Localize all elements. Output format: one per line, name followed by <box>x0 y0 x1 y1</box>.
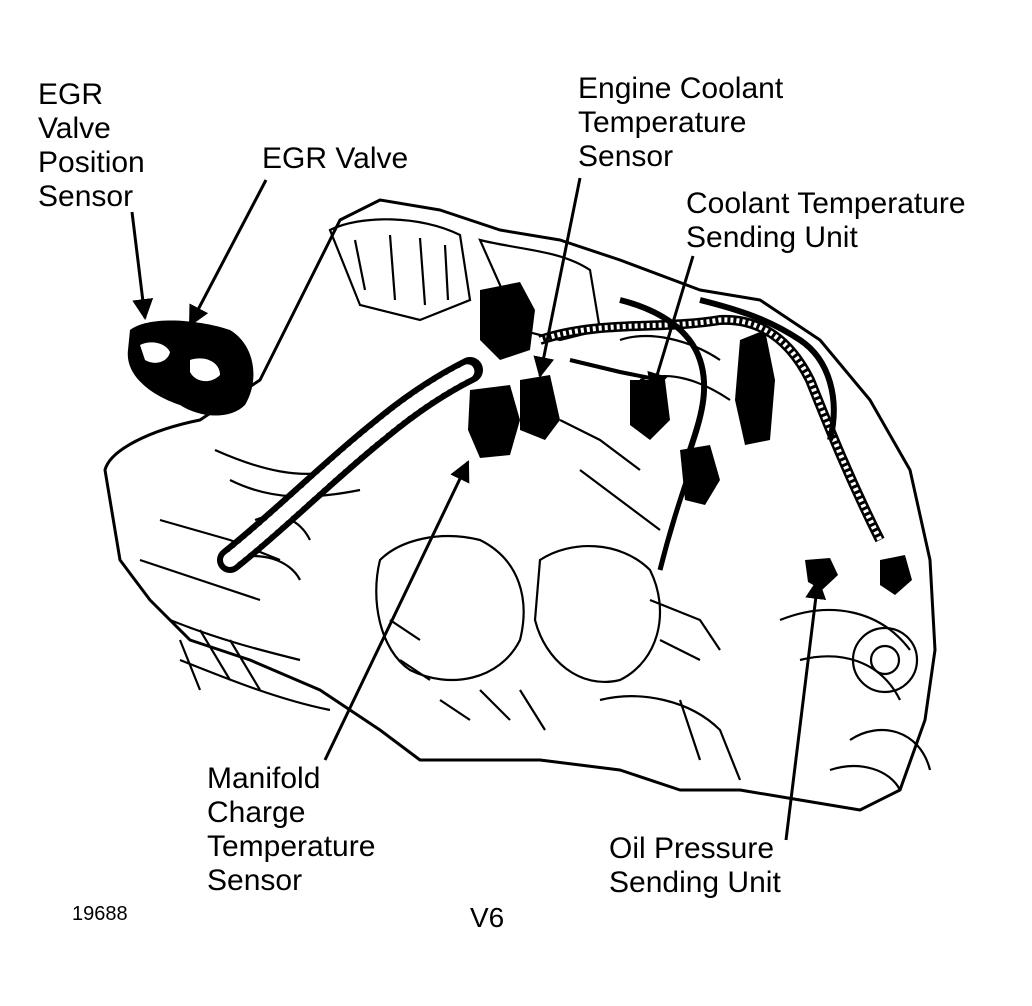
wiring-harness <box>217 297 885 573</box>
figure-number: 19688 <box>72 903 128 925</box>
leader-manifold-charge <box>323 460 470 761</box>
engine-block <box>103 198 937 812</box>
engine-label: V6 <box>470 902 505 933</box>
label-engine-coolant-temperature-sensor: Engine Coolant Temperature Sensor <box>578 72 784 173</box>
leader-egr-valve <box>188 179 268 327</box>
leader-oil-pressure <box>784 577 827 841</box>
leader-coolant-sending-unit <box>647 255 695 395</box>
sensor-cluster-center <box>468 282 912 595</box>
label-manifold-charge-temperature-sensor: Manifold Charge Temperature Sensor <box>207 762 376 897</box>
label-oil-pressure-sending-unit: Oil Pressure Sending Unit <box>609 832 781 899</box>
leader-lines <box>130 177 827 841</box>
leader-engine-coolant-sensor <box>533 177 582 379</box>
leader-egr-position <box>130 211 154 321</box>
egr-valve-component <box>127 320 254 416</box>
label-egr-valve: EGR Valve <box>262 142 409 175</box>
engine-details <box>139 218 932 791</box>
label-coolant-temperature-sending-unit: Coolant Temperature Sending Unit <box>686 187 966 254</box>
label-egr-valve-position-sensor: EGR Valve Position Sensor <box>38 78 145 213</box>
